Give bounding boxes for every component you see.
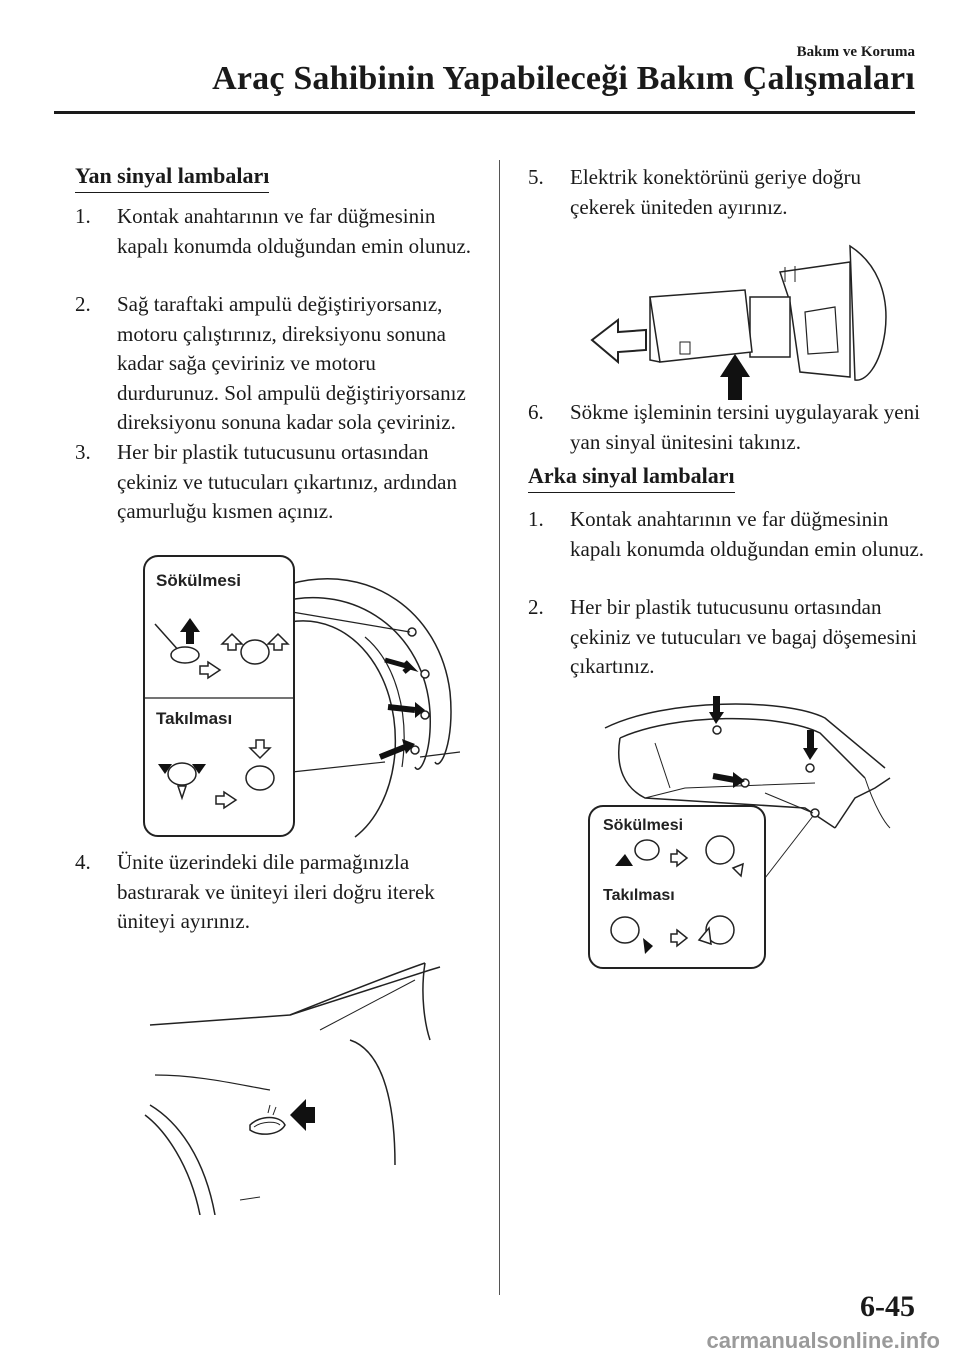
right-step-2: 2. Her bir plastik tutucusunu ortasından…	[528, 593, 928, 682]
step-number: 3.	[75, 440, 91, 464]
trunk-clip-illustration: Sökülmesi Takılması	[588, 696, 891, 969]
step-number: 2.	[75, 292, 91, 316]
removal-label: Sökülmesi	[603, 817, 683, 834]
removal-label: Sökülmesi	[156, 571, 241, 590]
step-text: Kontak anahtarının ve far düğmesinin kap…	[117, 204, 472, 258]
connector-illustration	[590, 244, 887, 400]
side-signal-unit-illustration	[144, 962, 441, 1215]
fender-clip-illustration: Sökülmesi Takılması	[143, 555, 460, 838]
column-divider	[499, 160, 500, 1295]
header-rule	[54, 111, 915, 114]
step-text: Kontak anahtarının ve far düğmesinin kap…	[570, 507, 925, 561]
step-text: Sağ taraftaki ampulü değiştiriyorsanız, …	[117, 292, 466, 434]
page-number: 6-45	[860, 1290, 915, 1323]
step-text: Her bir plastik tutucusunu ortasından çe…	[117, 440, 457, 523]
step-text: Her bir plastik tutucusunu ortasından çe…	[570, 595, 917, 678]
right-step-1: 1. Kontak anahtarının ve far düğmesinin …	[528, 505, 928, 564]
left-step-4: 4. Ünite üzerindeki dile parmağınızla ba…	[75, 848, 475, 937]
section-heading-side-signal: Yan sinyal lambaları	[75, 163, 270, 193]
header-section-name: Bakım ve Koruma	[796, 44, 915, 60]
install-label: Takılması	[603, 887, 675, 904]
right-step-5: 5. Elektrik konektörünü geriye doğru çek…	[528, 163, 928, 222]
step-text: Elektrik konektörünü geriye doğru çekere…	[570, 165, 862, 219]
step-number: 4.	[75, 850, 91, 874]
step-text: Ünite üzerindeki dile parmağınızla bastı…	[117, 850, 435, 933]
step-text: Sökme işleminin tersini uygulayarak yeni…	[570, 400, 920, 454]
step-number: 2.	[528, 595, 544, 619]
section-heading-rear-signal: Arka sinyal lambaları	[528, 463, 735, 493]
left-step-2: 2. Sağ taraftaki ampulü değiştiriyorsanı…	[75, 290, 475, 438]
step-number: 5.	[528, 165, 544, 189]
step-number: 1.	[75, 204, 91, 228]
right-step-6: 6. Sökme işleminin tersini uygulayarak y…	[528, 398, 928, 457]
step-number: 1.	[528, 507, 544, 531]
left-step-1: 1. Kontak anahtarının ve far düğmesinin …	[75, 202, 475, 261]
left-step-3: 3. Her bir plastik tutucusunu ortasından…	[75, 438, 475, 527]
step-number: 6.	[528, 400, 544, 424]
watermark: carmanualsonline.info	[706, 1328, 941, 1353]
page-title: Araç Sahibinin Yapabileceği Bakım Çalışm…	[212, 60, 915, 97]
install-label: Takılması	[156, 709, 232, 728]
